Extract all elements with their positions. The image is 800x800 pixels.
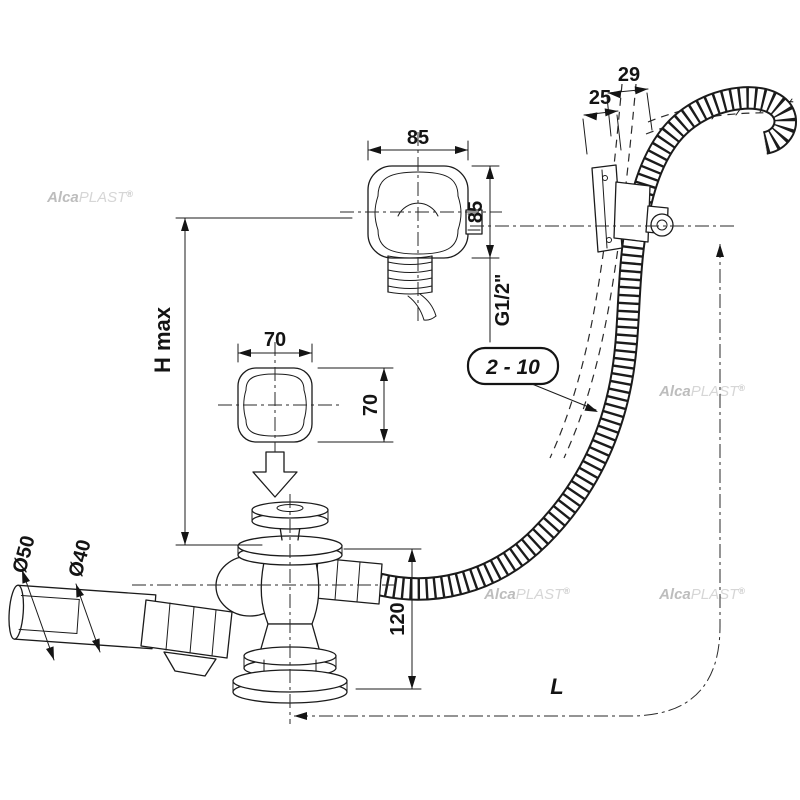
dim-height-max: H max bbox=[150, 217, 353, 546]
elbow-nut-facet bbox=[211, 609, 217, 657]
watermarks: AlcaPLAST® AlcaPLAST® AlcaPLAST® AlcaPLA… bbox=[46, 189, 745, 603]
dim-overflow-width-label: 85 bbox=[407, 127, 429, 149]
watermark-light: PLAST bbox=[691, 586, 740, 603]
outlet-pipe bbox=[8, 584, 157, 650]
fitting-bolt-bottom bbox=[606, 237, 612, 243]
watermark-reg: ® bbox=[738, 586, 745, 596]
watermark-light: PLAST bbox=[516, 586, 565, 603]
head-dome-arc bbox=[397, 202, 439, 217]
hose-tee-nut bbox=[314, 557, 383, 605]
dim-waste-height: 120 bbox=[343, 548, 422, 690]
watermark-bold: Alca bbox=[46, 189, 79, 206]
tee-nut-facet bbox=[334, 559, 339, 601]
head-side-stub bbox=[465, 209, 483, 235]
watermark-bold: Alca bbox=[483, 586, 516, 603]
dim-rim-offset-inner: 25 bbox=[582, 87, 622, 155]
elbow-cone bbox=[163, 651, 217, 677]
fitting-bolt-top bbox=[602, 175, 608, 181]
elbow-nut-facet bbox=[165, 602, 171, 651]
thread-label: G1/2" bbox=[492, 274, 514, 327]
dim-hose-length-label: L bbox=[550, 674, 563, 699]
dim-pipe-outer-label: Ø50 bbox=[9, 533, 40, 575]
dim-overflow-height-label: 85 bbox=[465, 201, 487, 223]
watermark-light: PLAST bbox=[79, 189, 128, 206]
head-bellows bbox=[387, 255, 433, 295]
wall-range-badge: 2 - 10 bbox=[466, 346, 598, 412]
elbow-nut-facet bbox=[189, 606, 195, 654]
watermark-light: PLAST bbox=[691, 383, 740, 400]
pipe-socket-ridge bbox=[76, 599, 80, 634]
overflow-wall-fitting bbox=[591, 164, 674, 253]
dim-knob-width: 70 bbox=[237, 329, 313, 363]
dim-height-max-label: H max bbox=[150, 306, 175, 373]
dim-pipe-inner-label: Ø40 bbox=[65, 537, 96, 579]
dim-knob-height: 70 bbox=[317, 367, 394, 443]
fitting-body bbox=[613, 181, 651, 243]
watermark-reg: ® bbox=[738, 383, 745, 393]
watermark-top-left: AlcaPLAST® bbox=[46, 189, 133, 206]
centerlines bbox=[132, 132, 738, 724]
mounting-direction-arrow bbox=[252, 451, 298, 498]
watermark-bottom-center: AlcaPLAST® bbox=[483, 586, 570, 603]
dim-knob-width-label: 70 bbox=[264, 329, 286, 351]
dim-rim-offset-outer: 29 bbox=[606, 64, 653, 137]
watermark-bold: Alca bbox=[658, 586, 691, 603]
badge-outline bbox=[466, 346, 560, 386]
dim-hose-length: L bbox=[294, 244, 724, 720]
watermark-reg: ® bbox=[126, 189, 133, 199]
head-inner-left bbox=[374, 195, 379, 231]
waste-assembly bbox=[140, 501, 383, 704]
dim-waste-height-label: 120 bbox=[387, 602, 409, 635]
tub-wall-dashed bbox=[549, 83, 637, 459]
head-inner-top bbox=[377, 171, 459, 197]
dim-overflow-width: 85 bbox=[367, 127, 469, 161]
watermark-bottom-right: AlcaPLAST® bbox=[658, 586, 745, 603]
elbow-nut bbox=[140, 599, 233, 659]
watermark-reg: ® bbox=[563, 586, 570, 596]
dim-overflow-height: 85 bbox=[465, 165, 500, 259]
wall-line-inner bbox=[563, 83, 637, 459]
fitting-flange-line bbox=[601, 169, 608, 249]
head-inner-right bbox=[457, 195, 462, 231]
badge-leader-arrow bbox=[584, 403, 598, 412]
dim-rim-offset-inner-label: 25 bbox=[589, 87, 611, 109]
overflow-head bbox=[367, 165, 483, 321]
fitting-nut-inner bbox=[656, 219, 668, 231]
badge-leader-line bbox=[531, 383, 597, 411]
dim-rim-offset-outer-label: 29 bbox=[618, 64, 640, 86]
pipe-end-cap bbox=[8, 584, 25, 640]
hose-length-path bbox=[294, 244, 721, 717]
pipe-outer bbox=[13, 584, 157, 650]
watermark-right: AlcaPLAST® bbox=[658, 383, 745, 400]
pipe-inner-bottom bbox=[18, 628, 78, 634]
head-inner-bottom bbox=[377, 229, 459, 255]
watermark-bold: Alca bbox=[658, 383, 691, 400]
dim-knob-height-label: 70 bbox=[360, 394, 382, 416]
wall-range-label: 2 - 10 bbox=[485, 356, 540, 379]
dim-thread: G1/2" bbox=[489, 257, 514, 343]
fitting-nut-outer bbox=[650, 213, 674, 237]
tee-nut-facet bbox=[356, 561, 361, 603]
head-thread-stub bbox=[407, 293, 437, 321]
wall-line-outer bbox=[549, 83, 623, 459]
